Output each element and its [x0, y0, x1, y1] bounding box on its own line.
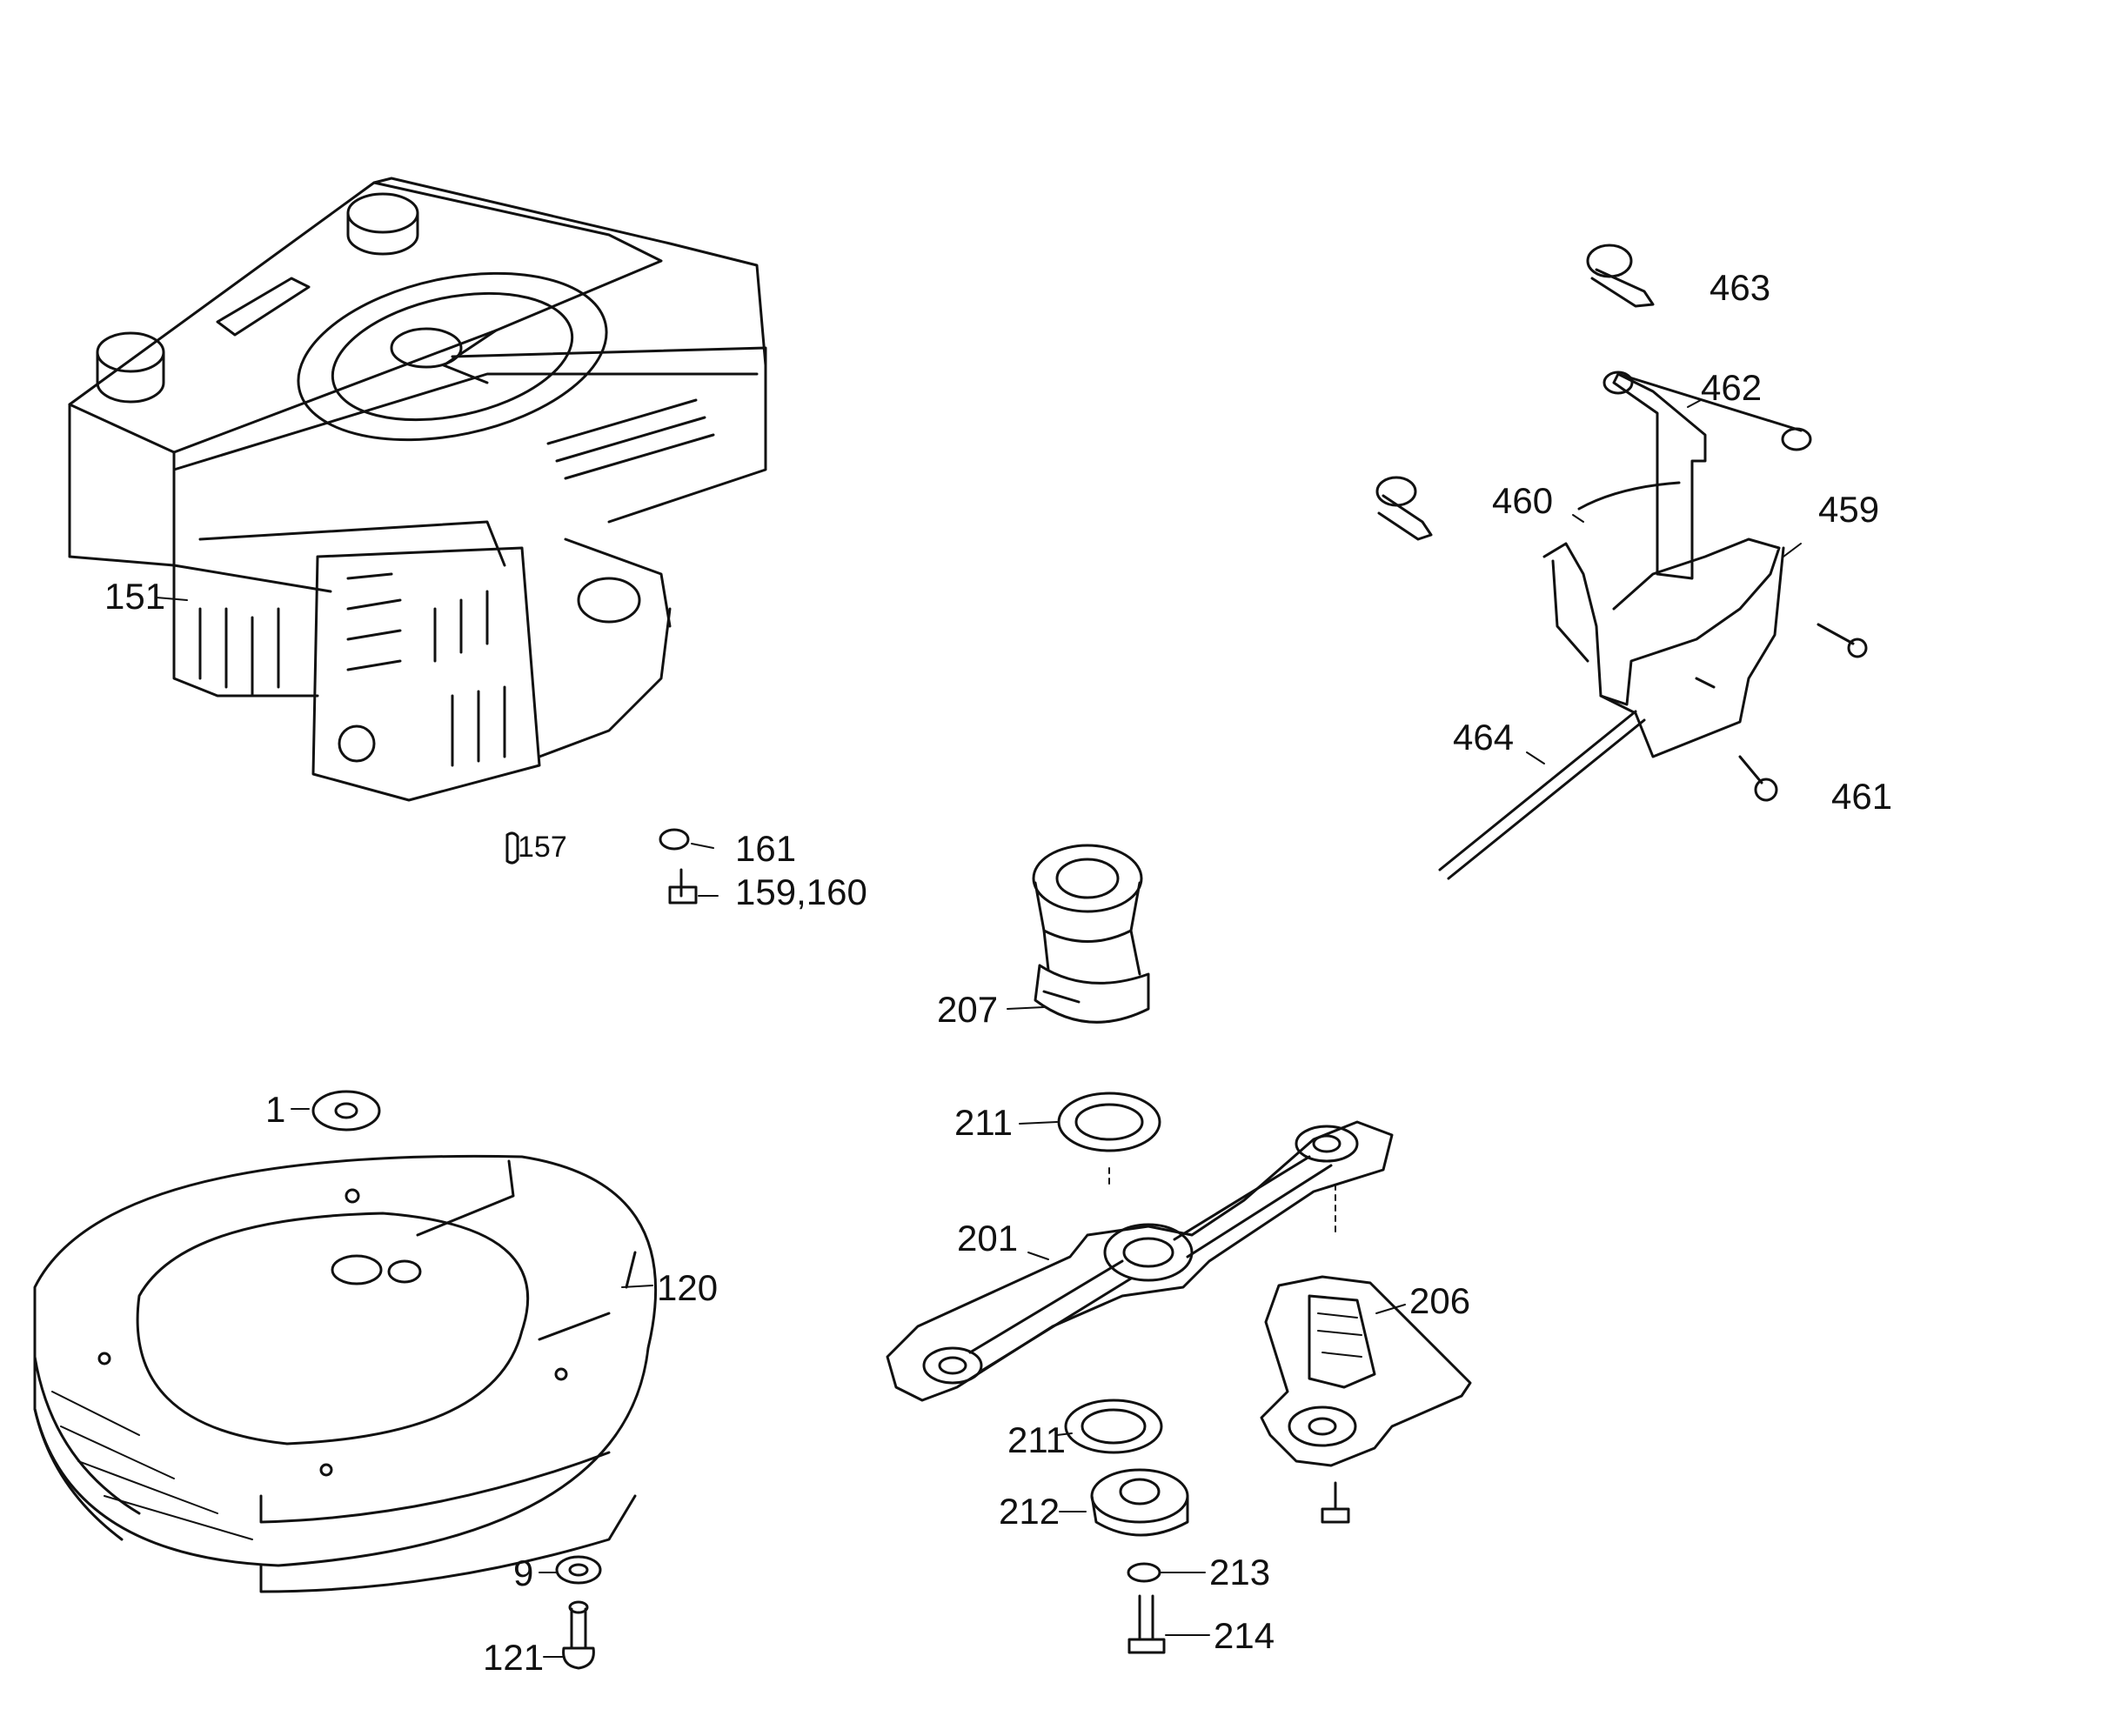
part-463[interactable]: 463	[1588, 245, 1770, 308]
label-460: 460	[1492, 480, 1553, 521]
part-161[interactable]: 161	[660, 828, 796, 869]
label-157: 157	[518, 831, 567, 864]
part-159-160[interactable]: 159,160	[670, 870, 867, 912]
part-206[interactable]: 206	[1261, 1185, 1470, 1522]
label-159-160: 159,160	[735, 871, 867, 912]
label-213: 213	[1209, 1552, 1270, 1592]
part-9[interactable]: 9	[513, 1552, 600, 1593]
part-201[interactable]: 201	[887, 1122, 1392, 1400]
part-211-upper[interactable]: 211	[954, 1093, 1160, 1185]
part-212[interactable]: 212	[999, 1470, 1188, 1535]
label-207: 207	[937, 989, 998, 1030]
engine-assembly[interactable]: 151	[70, 178, 766, 800]
label-121: 121	[483, 1637, 544, 1678]
part-1[interactable]: 1	[265, 1089, 379, 1130]
label-459: 459	[1818, 489, 1879, 530]
label-9: 9	[513, 1552, 533, 1593]
label-120: 120	[657, 1267, 718, 1308]
label-201: 201	[957, 1218, 1018, 1259]
part-460[interactable]: 460	[1377, 477, 1679, 539]
label-463: 463	[1710, 267, 1770, 308]
label-462: 462	[1701, 367, 1762, 408]
label-214: 214	[1214, 1615, 1275, 1656]
label-206: 206	[1409, 1280, 1470, 1321]
part-121[interactable]: 121	[483, 1602, 593, 1678]
label-464: 464	[1453, 717, 1514, 758]
label-151: 151	[104, 576, 165, 617]
label-211-lower: 211	[1007, 1419, 1066, 1460]
label-461: 461	[1831, 776, 1892, 817]
part-462[interactable]: 462	[1604, 367, 1810, 578]
label-211-upper: 211	[954, 1102, 1013, 1143]
part-120[interactable]: 120	[35, 1156, 718, 1592]
part-214[interactable]: 214	[1129, 1596, 1275, 1656]
label-161: 161	[735, 828, 796, 869]
part-207[interactable]: 207	[937, 845, 1148, 1030]
part-461[interactable]: 461	[1740, 624, 1892, 817]
part-464[interactable]: 464	[1440, 711, 1644, 878]
label-1: 1	[265, 1089, 285, 1130]
part-213[interactable]: 213	[1128, 1552, 1270, 1592]
part-157[interactable]: 157	[507, 831, 567, 864]
label-212: 212	[999, 1491, 1060, 1532]
part-459[interactable]: 459	[1544, 489, 1879, 757]
part-211-lower[interactable]: 211	[1007, 1400, 1161, 1460]
